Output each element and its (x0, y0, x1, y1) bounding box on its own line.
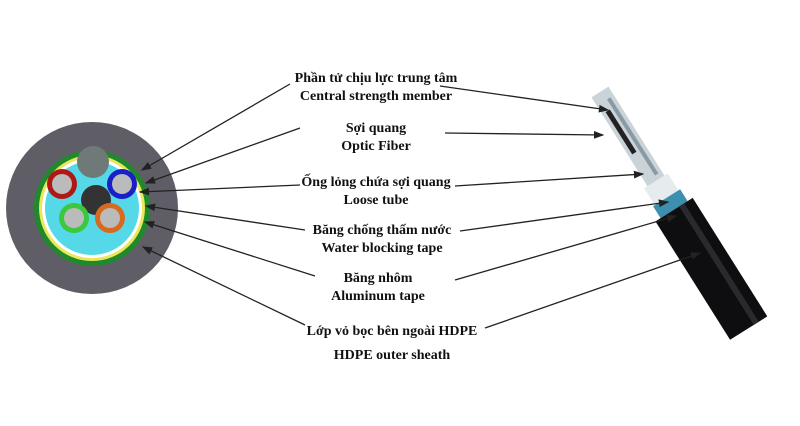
label-vi: Băng nhôm (343, 271, 413, 286)
label-en: HDPE outer sheath (333, 348, 451, 363)
label-en: Optic Fiber (341, 139, 411, 154)
label-loose-tube: Ống lỏng chứa sợi quang Loose tube (246, 174, 506, 210)
leader-lines (138, 83, 702, 329)
label-en: Central strength member (299, 89, 453, 104)
label-vi: Băng chống thấm nước (312, 223, 452, 238)
label-optic-fiber: Sợi quang Optic Fiber (246, 120, 506, 156)
label-hdpe-outer-sheath: Lớp vỏ bọc bên ngoài HDPE HDPE outer she… (262, 320, 522, 368)
cable-side-view (591, 86, 768, 340)
label-en: Loose tube (343, 193, 409, 208)
label-vi: Lớp vỏ bọc bên ngoài HDPE (306, 324, 478, 339)
label-central-strength-member: Phần tử chịu lực trung tâm Central stren… (246, 70, 506, 106)
label-vi: Phần tử chịu lực trung tâm (294, 71, 458, 86)
label-water-blocking-tape: Băng chống thấm nước Water blocking tape (252, 222, 512, 258)
label-en: Water blocking tape (321, 241, 443, 256)
label-en: Aluminum tape (331, 289, 425, 304)
loose-tubes (47, 169, 137, 233)
cable-cross-section (6, 122, 178, 294)
label-vi: Sợi quang (345, 121, 407, 136)
label-vi: Ống lỏng chứa sợi quang (301, 175, 451, 190)
label-aluminum-tape: Băng nhôm Aluminum tape (248, 270, 508, 306)
filler-rod (77, 146, 109, 178)
